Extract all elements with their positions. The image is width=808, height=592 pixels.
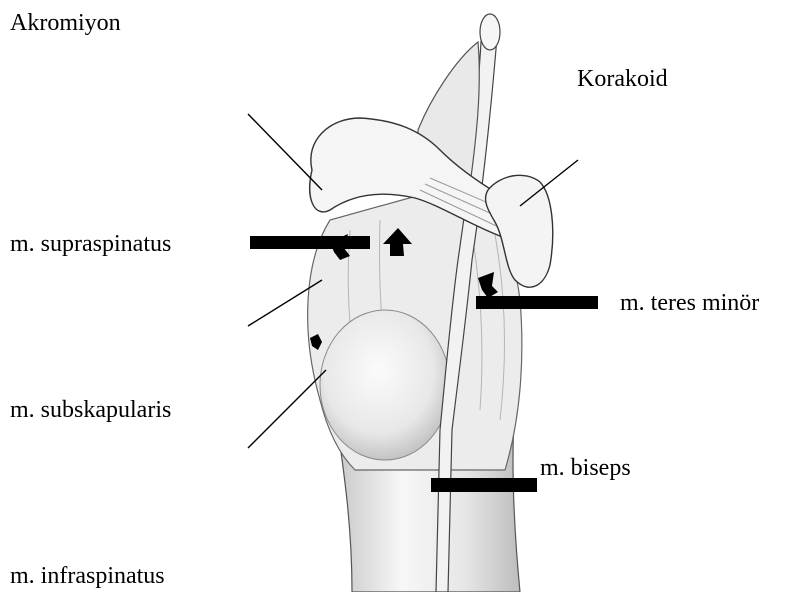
label-subskapularis: m. subskapularis [10,398,171,422]
humeral-head [320,310,450,460]
label-infraspinatus: m. infraspinatus [10,564,165,588]
tendon-tip [480,14,500,50]
supraspinatus-bar [250,236,370,249]
label-biseps: m. biseps [540,456,631,480]
teres-minor-bar [476,296,598,309]
biseps-bar [431,478,537,492]
label-supraspinatus: m. supraspinatus [10,232,171,256]
infraspinatus-leader-line [248,370,326,448]
label-akromiyon: Akromiyon [10,11,121,35]
label-teres-minor: m. teres minör [620,291,759,315]
label-korakoid: Korakoid [577,67,668,91]
